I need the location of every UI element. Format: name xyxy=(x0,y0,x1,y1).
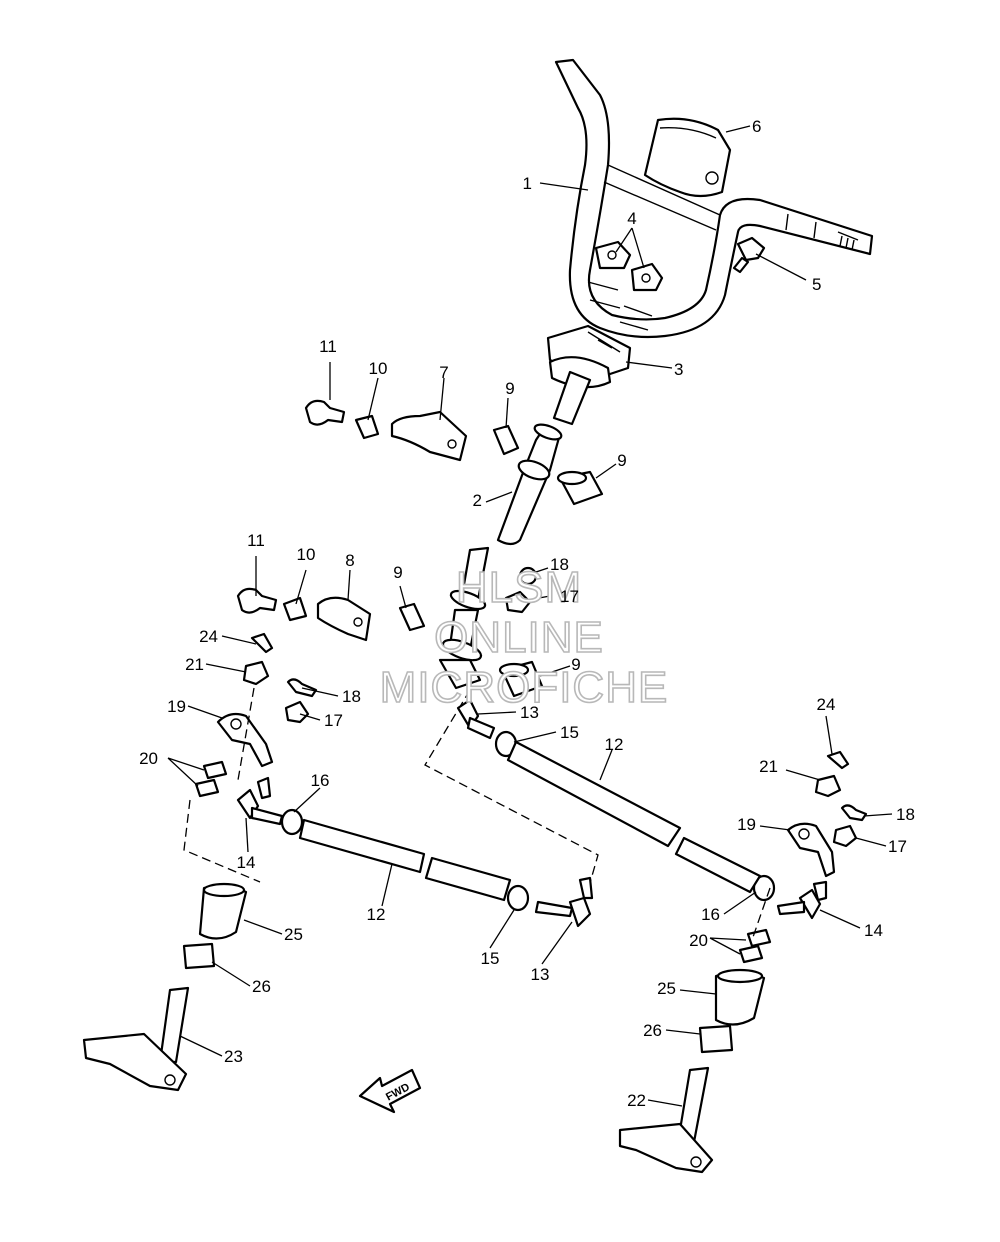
bushings xyxy=(398,424,604,698)
callout-21: 21 xyxy=(185,655,204,674)
lock-nuts xyxy=(280,730,776,912)
callout-17: 17 xyxy=(324,711,343,730)
callout-3: 3 xyxy=(674,360,683,379)
watermark: HLSM ONLINE MICROFICHE xyxy=(379,562,669,713)
callout-19-b: 19 xyxy=(737,815,756,834)
callout-12: 12 xyxy=(605,735,624,754)
forward-arrow-icon: FWD xyxy=(358,1068,422,1114)
clip-nuts xyxy=(282,414,380,622)
callout-25-b: 25 xyxy=(657,979,676,998)
steering-knuckles xyxy=(82,986,714,1174)
callout-labels: 1 2 3 4 5 6 7 8 9 9 9 9 10 10 11 11 12 1… xyxy=(139,117,915,1110)
bolts xyxy=(236,399,346,614)
callout-25: 25 xyxy=(284,925,303,944)
callout-18-b: 18 xyxy=(550,555,569,574)
callout-15-b: 15 xyxy=(481,949,500,968)
leader-lines xyxy=(167,125,893,1107)
callout-26-b: 26 xyxy=(643,1021,662,1040)
callout-26: 26 xyxy=(252,977,271,996)
callout-21-b: 21 xyxy=(759,757,778,776)
callout-5: 5 xyxy=(812,275,821,294)
callout-20: 20 xyxy=(139,749,158,768)
callout-11: 11 xyxy=(319,337,337,356)
callout-4: 4 xyxy=(627,209,636,228)
callout-9-c: 9 xyxy=(393,563,402,582)
callout-20-b: 20 xyxy=(689,931,708,950)
watermark-line-1: HLSM xyxy=(456,563,582,612)
callout-16: 16 xyxy=(311,771,330,790)
callout-18: 18 xyxy=(342,687,361,706)
handlebar-bolt xyxy=(732,236,766,274)
knuckle-bushings xyxy=(182,882,766,1054)
pitman-arms xyxy=(216,712,836,878)
tie-rod-ends xyxy=(236,698,828,928)
callout-13: 13 xyxy=(520,703,539,722)
callout-17-c: 17 xyxy=(888,837,907,856)
callout-9-b: 9 xyxy=(617,451,626,470)
handlebar xyxy=(554,58,874,339)
callout-9-d: 9 xyxy=(571,655,580,674)
dust-seals xyxy=(194,760,772,964)
handlebar-pad xyxy=(643,117,732,198)
callout-14: 14 xyxy=(237,853,256,872)
castle-nuts-and-pins xyxy=(242,632,850,798)
callout-13-b: 13 xyxy=(531,965,550,984)
callout-7: 7 xyxy=(439,363,448,382)
callout-12-b: 12 xyxy=(367,905,386,924)
callout-14-b: 14 xyxy=(864,921,883,940)
callout-8: 8 xyxy=(345,551,354,570)
callout-17-b: 17 xyxy=(560,587,579,606)
callout-23: 23 xyxy=(224,1047,243,1066)
callout-9: 9 xyxy=(505,379,514,398)
callout-24: 24 xyxy=(199,627,218,646)
callout-19: 19 xyxy=(167,697,186,716)
callout-16-b: 16 xyxy=(701,905,720,924)
column-holder xyxy=(390,410,468,462)
callout-18-c: 18 xyxy=(896,805,915,824)
callout-24-b: 24 xyxy=(817,695,836,714)
steering-column xyxy=(424,370,599,891)
callout-15: 15 xyxy=(560,723,579,742)
callout-10: 10 xyxy=(369,359,388,378)
callout-6: 6 xyxy=(752,117,761,136)
callout-10-b: 10 xyxy=(297,545,316,564)
lower-holder xyxy=(546,324,632,389)
cotter-pins-and-nuts xyxy=(284,566,868,848)
watermark-line-3: MICROFICHE xyxy=(380,663,669,712)
callout-11-b: 11 xyxy=(247,531,265,550)
tie-rods xyxy=(298,740,762,902)
handlebar-holders xyxy=(594,240,664,292)
callout-2: 2 xyxy=(473,491,482,510)
column-holder-lower xyxy=(316,596,372,642)
callout-1: 1 xyxy=(523,174,532,193)
watermark-line-2: ONLINE xyxy=(434,613,604,662)
callout-22: 22 xyxy=(627,1091,646,1110)
